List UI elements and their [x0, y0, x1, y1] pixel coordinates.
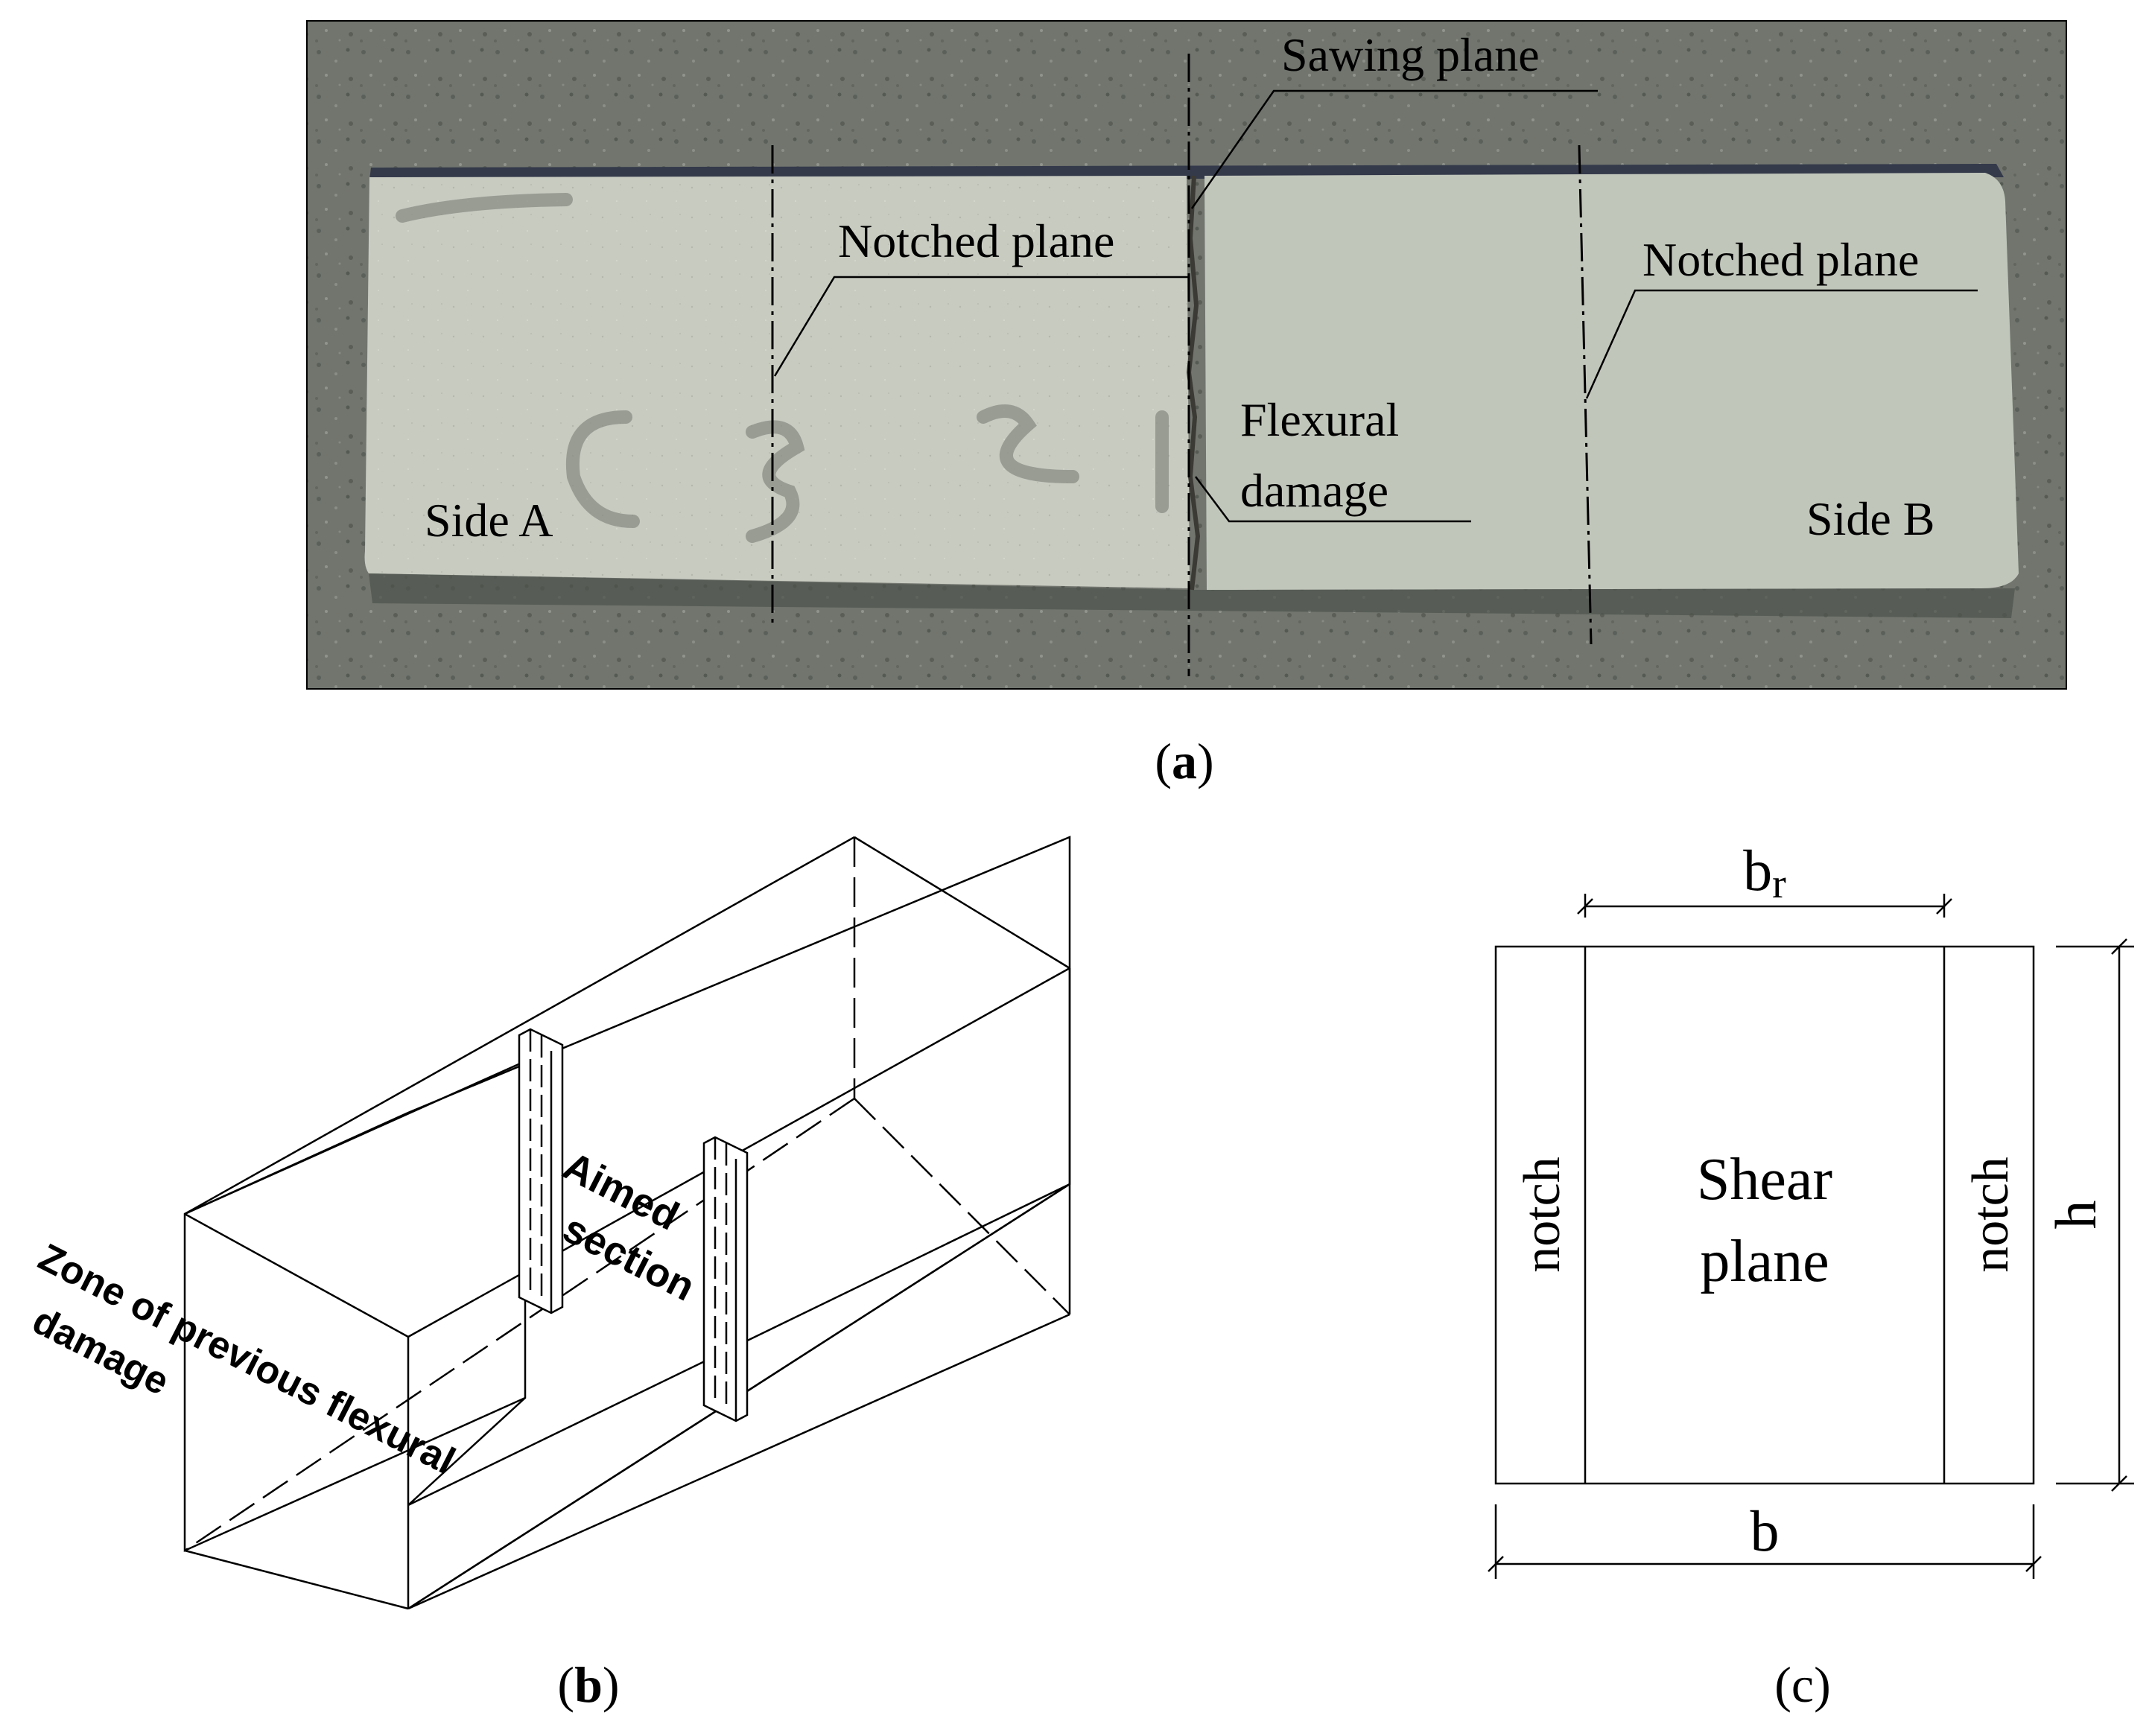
- panel-c-cross-section: [1488, 894, 2134, 1579]
- label-side-b: Side B: [1806, 492, 1934, 545]
- section-outline: [1494, 945, 2035, 1485]
- label-damage: damage: [1240, 464, 1388, 517]
- label-notch-right: notch: [1962, 1157, 2019, 1273]
- label-section: section: [556, 1206, 702, 1309]
- marker-scribble: [396, 193, 1169, 543]
- notched-plane-line-right: [1578, 144, 1593, 645]
- notch-slot-right: [702, 1136, 749, 1422]
- panel-a-photo: Sawing plane Notched plane Notched plane…: [306, 20, 2067, 690]
- leader-lines: [773, 89, 1978, 523]
- label-h: h: [2043, 1201, 2108, 1230]
- dimension-b: [1488, 1504, 2042, 1579]
- label-side-a: Side A: [425, 494, 553, 547]
- label-br-sub: r: [1772, 861, 1786, 907]
- label-plane: plane: [1700, 1229, 1829, 1294]
- label-notch-left: notch: [1514, 1157, 1571, 1273]
- label-flexural: Flexural: [1240, 393, 1399, 446]
- notch-slot-left: [518, 1028, 564, 1314]
- label-b: b: [1751, 1498, 1780, 1563]
- beam-shadow: [369, 573, 2015, 618]
- caption-c-letter: c: [1791, 1656, 1814, 1713]
- panel-b-isometric: [183, 836, 1071, 1610]
- caption-b-letter: b: [574, 1656, 603, 1713]
- label-sawing-plane: Sawing plane: [1281, 28, 1540, 81]
- dimension-h: [2056, 938, 2134, 1492]
- label-br: br: [1743, 838, 1786, 907]
- label-notched-plane-left: Notched plane: [838, 214, 1114, 267]
- caption-a-letter: a: [1172, 733, 1197, 789]
- label-notched-plane-right: Notched plane: [1642, 233, 1919, 286]
- top-long-edge: [184, 836, 855, 1215]
- label-shear: Shear: [1697, 1147, 1832, 1212]
- beam-half-b: [1204, 173, 2019, 590]
- flexural-crack: [1186, 175, 1201, 591]
- caption-c: (c): [1774, 1656, 1831, 1713]
- caption-b: (b): [557, 1656, 619, 1713]
- label-br-base: b: [1743, 838, 1772, 903]
- front-face: [183, 1060, 527, 1552]
- caption-a: (a): [1155, 733, 1213, 789]
- dimension-br: [1577, 894, 1952, 918]
